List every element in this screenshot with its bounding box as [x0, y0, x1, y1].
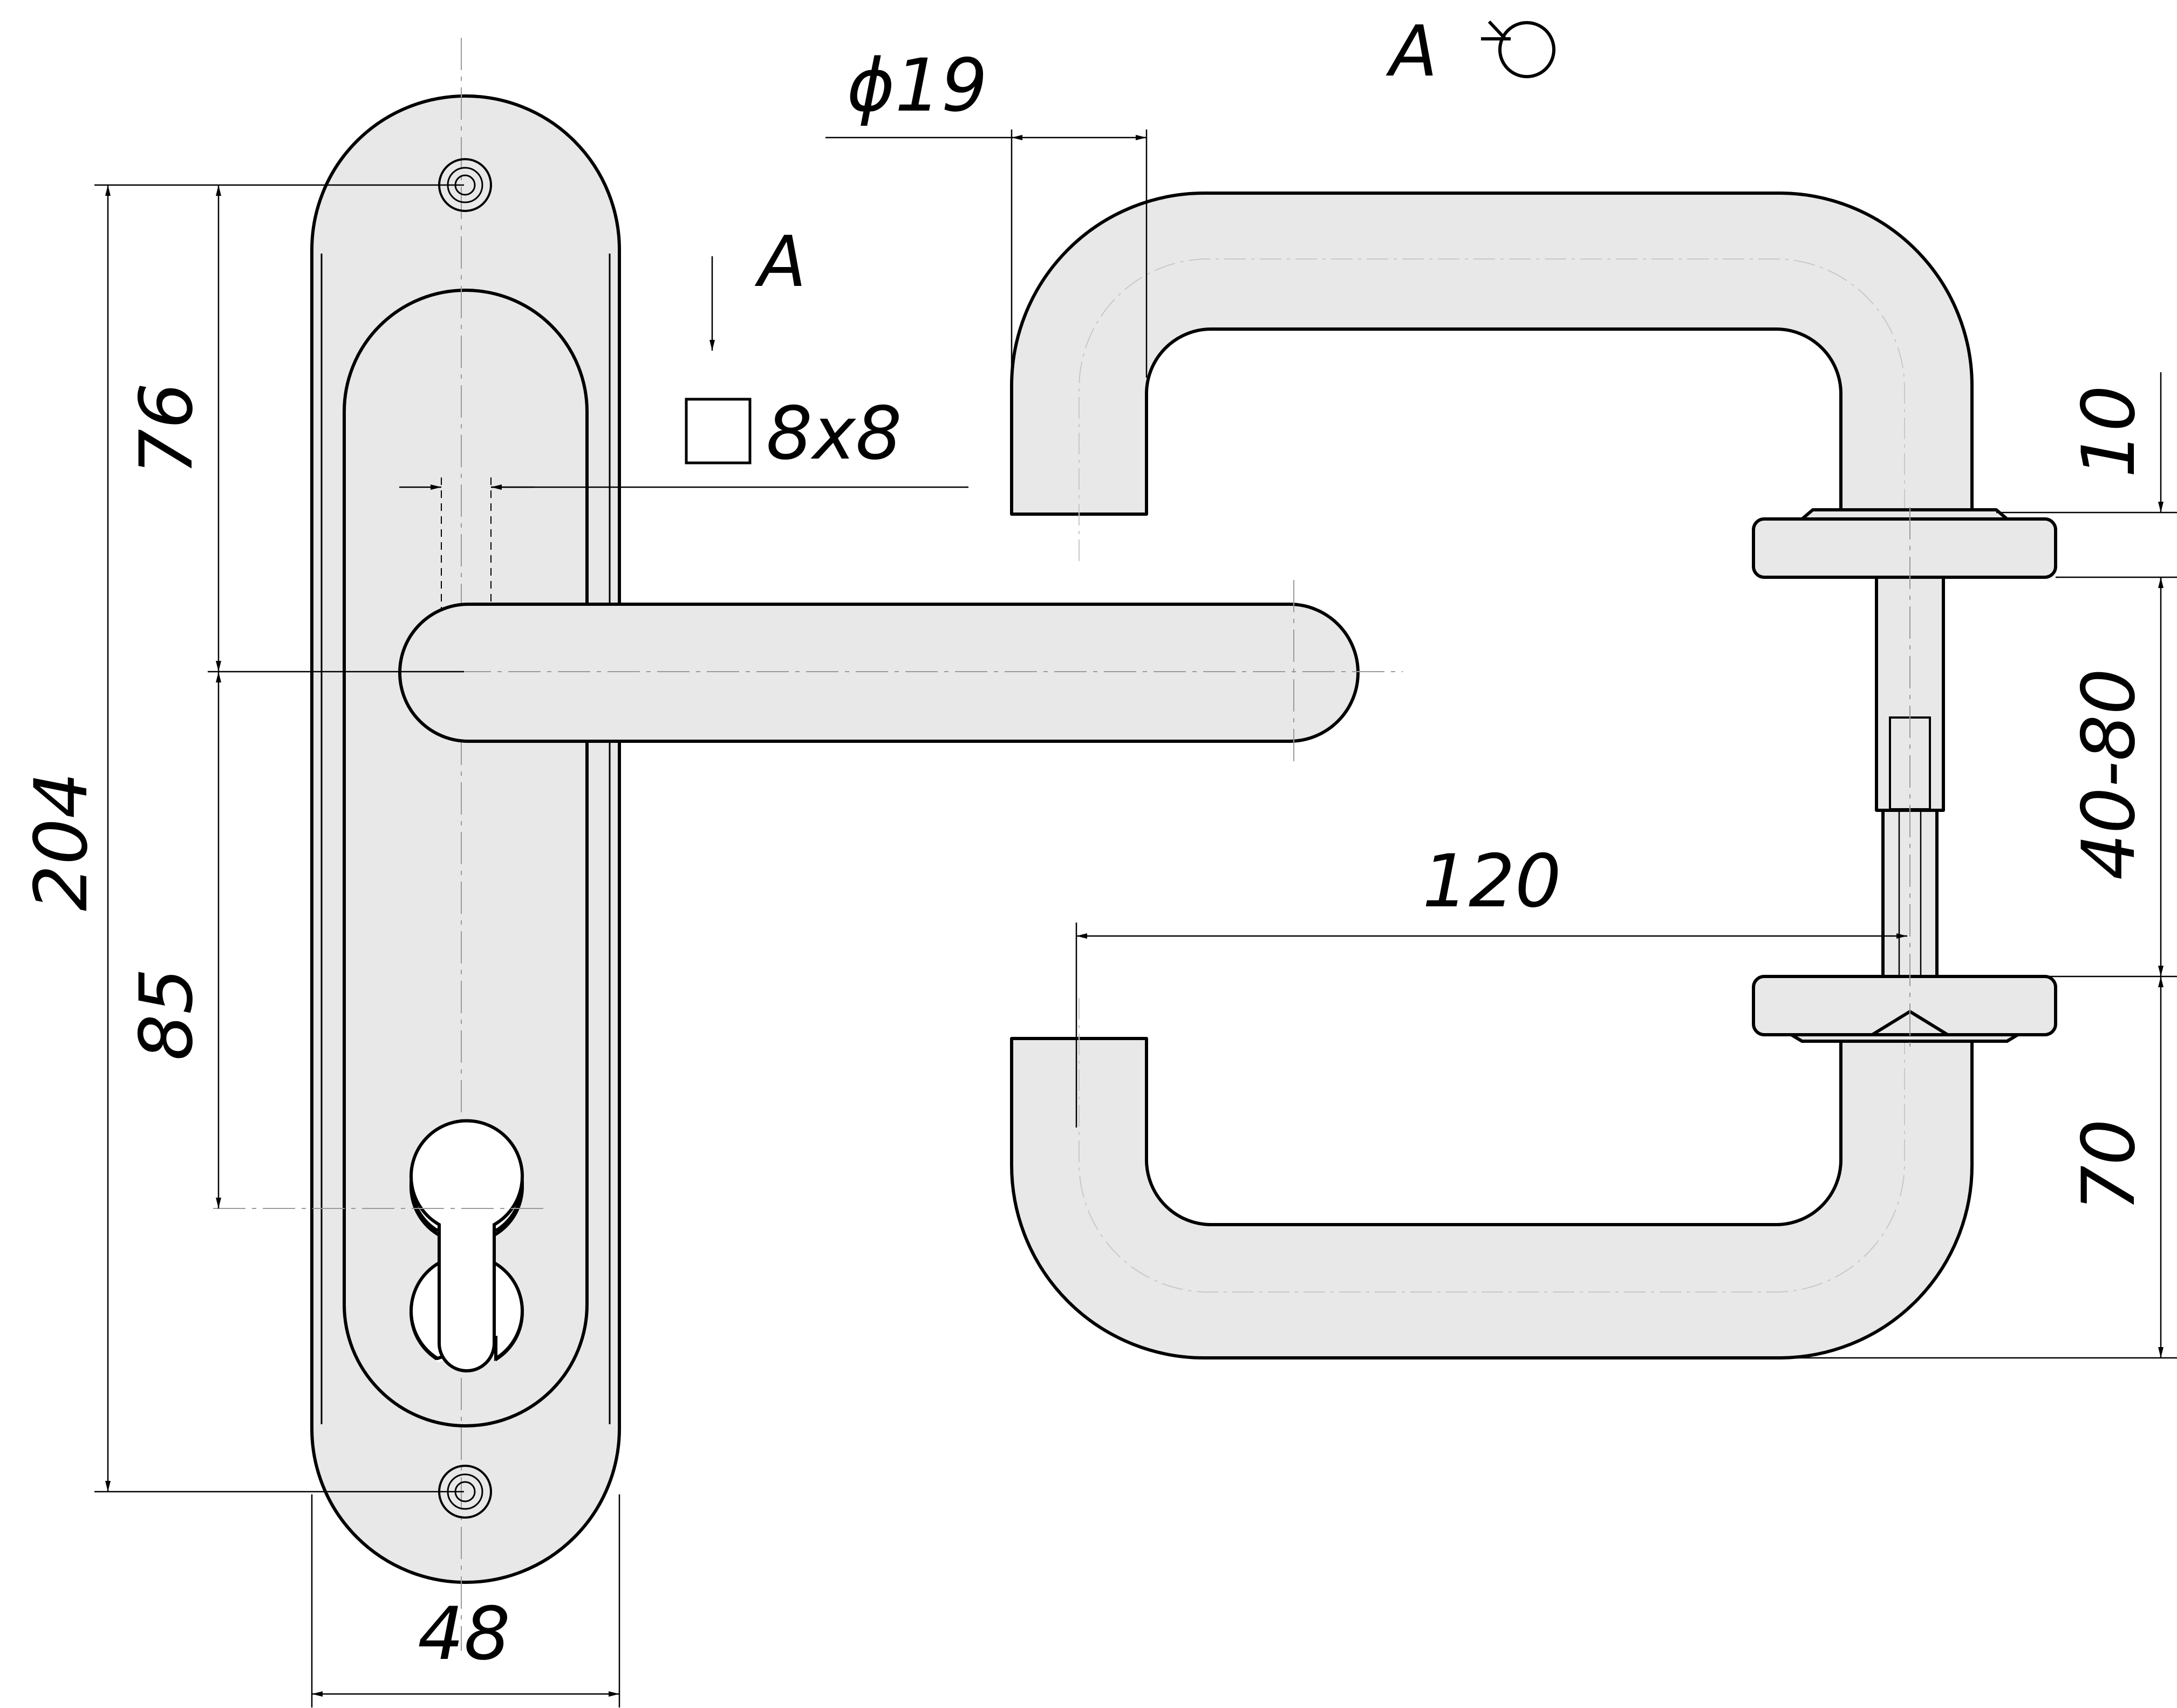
dim-40-80-label: 40-80 [2066, 668, 2151, 880]
spindle-square-hidden [441, 477, 492, 699]
dim-48-label: 48 [418, 1591, 510, 1676]
backplate [310, 94, 621, 1584]
rotation-icon [1481, 20, 1555, 78]
upper-rose [1752, 508, 2057, 579]
dim-120-label: 120 [1422, 839, 1561, 924]
lower-handle-side [1010, 1037, 1974, 1359]
dim-spindle-to-cylinder: 85 [124, 672, 221, 1208]
lower-handle-axis [1078, 998, 1906, 1293]
dim-10-label: 10 [2066, 385, 2151, 478]
dim-square-label: 8x8 [766, 391, 902, 476]
view-title-label: A [1386, 10, 1438, 92]
upper-handle-axis [1079, 258, 1905, 561]
lever-front [398, 603, 1360, 743]
dim-door-thickness: 40-80 [1948, 577, 2177, 978]
dim-handle-projection: 120 [1075, 839, 1907, 1128]
dim-plate-width: 48 [311, 1494, 620, 1707]
dim-tube-diameter: ϕ19 [825, 43, 1148, 378]
cylinder-profile [410, 1119, 524, 1372]
dim-plate-height: 204 [19, 184, 464, 1493]
dim-76-label: 76 [124, 382, 209, 475]
square-symbol [685, 398, 752, 464]
dim-handle-drop: 70 [1780, 976, 2177, 1359]
dim-70-label: 70 [2066, 1119, 2151, 1212]
dim-204-label: 204 [19, 772, 104, 911]
dim-upper-to-spindle: 76 [124, 185, 464, 673]
dim-spindle-square: 8x8 [399, 391, 968, 490]
view-label-a: A [1386, 10, 1555, 92]
dim-diameter-label: ϕ19 [847, 43, 988, 128]
view-arrow-a: A [709, 221, 807, 351]
dim-85-label: 85 [124, 968, 209, 1061]
upper-handle-side [1010, 192, 1974, 516]
dim-rose-thickness: 10 [1996, 372, 2177, 580]
view-marker-label: A [755, 221, 807, 303]
